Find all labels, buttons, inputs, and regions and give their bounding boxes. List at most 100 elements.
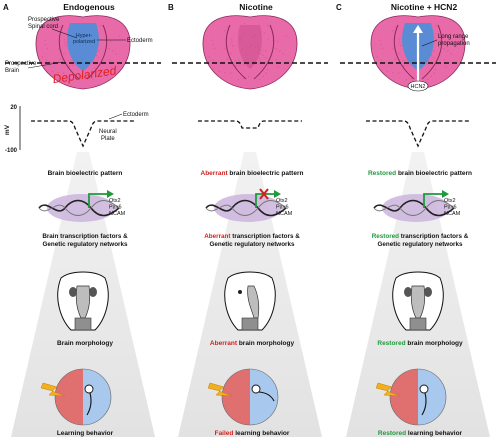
spinal-base: [241, 317, 259, 331]
embryo-stipple: [231, 42, 233, 44]
prospective-brain-label: Prospective: [5, 61, 37, 67]
panel-letter: A: [3, 3, 9, 12]
tadpole-tail: [421, 392, 427, 416]
embryo-stipple: [98, 72, 100, 74]
leader-line: [108, 113, 123, 120]
embryo-stipple: [211, 39, 213, 41]
transcription-caption-2: Genetic regulatory networks: [209, 241, 295, 248]
embryo-stipple: [218, 70, 221, 73]
panel-title: Nicotine + HCN2: [391, 2, 458, 12]
embryo-stipple: [427, 78, 429, 81]
embryo-stipple: [57, 71, 59, 74]
long-range-label: Long range: [438, 34, 469, 40]
embryo-stipple: [445, 40, 447, 43]
hyperpolarized-label-2: polarized: [73, 39, 95, 45]
embryo-stipple: [46, 47, 49, 50]
arena-outline: [389, 368, 447, 426]
green-arrow-icon: [423, 193, 442, 208]
voltage-trace: [198, 120, 302, 129]
learning-caption: Failed learning behavior: [215, 430, 290, 437]
embryo-stipple: [435, 68, 437, 71]
gene-label-pax6: Pax6: [444, 205, 457, 211]
embryo-stipple: [115, 53, 117, 55]
embryo-stipple: [50, 61, 52, 64]
dna-strand-2: [205, 200, 287, 216]
learning-caption-rest: learning behavior: [233, 430, 289, 437]
embryo-stipple: [430, 54, 433, 57]
embryo-stipple: [392, 71, 394, 74]
trace-line: [31, 120, 135, 148]
arrow-head: [274, 190, 281, 198]
embryo-stipple: [208, 56, 211, 58]
morphology-caption: Brain morphology: [57, 340, 113, 347]
learning-arena: [375, 368, 447, 426]
prospective-brain-label-2: Brain: [5, 68, 19, 74]
embryo-stipple: [95, 75, 98, 78]
embryo-stipple: [239, 64, 241, 67]
embryo-stipple: [45, 43, 47, 46]
axis-top-tick: 20: [10, 105, 17, 111]
transcription-caption-prefix: Restored: [372, 233, 399, 240]
embryo-stipple: [230, 39, 233, 41]
transcription-caption-rest: Brain transcription factors &: [42, 233, 128, 240]
embryo-stipple: [411, 77, 413, 80]
green-arrow-icon: [88, 193, 107, 208]
arrow-head: [442, 190, 449, 198]
embryo-stipple: [399, 42, 401, 44]
embryo-stipple: [108, 48, 111, 50]
morphology-caption: Restored brain morphology: [377, 340, 463, 347]
embryo-stipple: [234, 59, 236, 62]
tadpole-tail: [258, 391, 275, 402]
morphology-caption-prefix: Aberrant: [210, 340, 238, 347]
embryo-stipple: [277, 66, 279, 68]
embryo-stipple: [379, 39, 381, 41]
embryo-stipple: [110, 40, 112, 43]
embryo-stipple: [403, 65, 405, 67]
morphology-caption-rest: brain morphology: [406, 340, 463, 347]
embryo-stipple: [433, 50, 435, 52]
morphology-caption-prefix: Restored: [377, 340, 405, 347]
learning-caption-rest: learning behavior: [406, 430, 462, 437]
embryo-stipple: [226, 26, 228, 28]
panel-letter: B: [168, 3, 174, 12]
prospective-spinal-cord-label-2: Spinal cord: [28, 24, 58, 30]
embryo-stipple: [238, 59, 240, 61]
embryo-stipple: [95, 54, 98, 57]
arena-red-half: [390, 369, 418, 425]
neural-fold-left: [225, 24, 247, 80]
hcn2-badge: [407, 80, 429, 92]
arena-blue-half: [418, 369, 446, 425]
embryo-stipple: [407, 64, 409, 67]
embryo-stipple: [92, 78, 94, 81]
embryo-stipple: [265, 57, 267, 59]
embryo-stipple: [433, 72, 435, 74]
embryo-stipple: [59, 58, 62, 60]
embryo-stipple: [51, 70, 54, 73]
prospective-spinal-cord-label: Prospective: [28, 17, 60, 23]
embryo-stipple: [100, 24, 102, 27]
trace-neural-plate-label: Neural: [99, 129, 117, 135]
embryo-stipple: [63, 39, 66, 41]
embryo-stipple: [59, 26, 61, 28]
embryo-stipple: [405, 79, 407, 81]
grn-blob: [382, 194, 450, 222]
embryo-stipple: [230, 52, 232, 55]
embryo-stipple: [261, 49, 264, 51]
embryo-stipple: [41, 56, 44, 58]
embryo-stipple: [453, 35, 455, 38]
eye-left: [404, 287, 412, 297]
embryo-stipple: [282, 53, 284, 55]
tadpole-head-icon: [392, 271, 444, 331]
embryo-stipple: [265, 50, 267, 52]
embryo-stipple: [213, 47, 216, 50]
embryo-stipple: [402, 59, 404, 62]
trace-ectoderm-label: Ectoderm: [123, 112, 149, 118]
arena-red-half: [222, 369, 250, 425]
embryo-stipple: [212, 59, 214, 61]
learning-caption-prefix: Restored: [378, 430, 406, 437]
learning-caption: Learning behavior: [57, 430, 114, 437]
embryo-stipple: [243, 23, 246, 25]
embryo-stipple: [447, 50, 449, 52]
